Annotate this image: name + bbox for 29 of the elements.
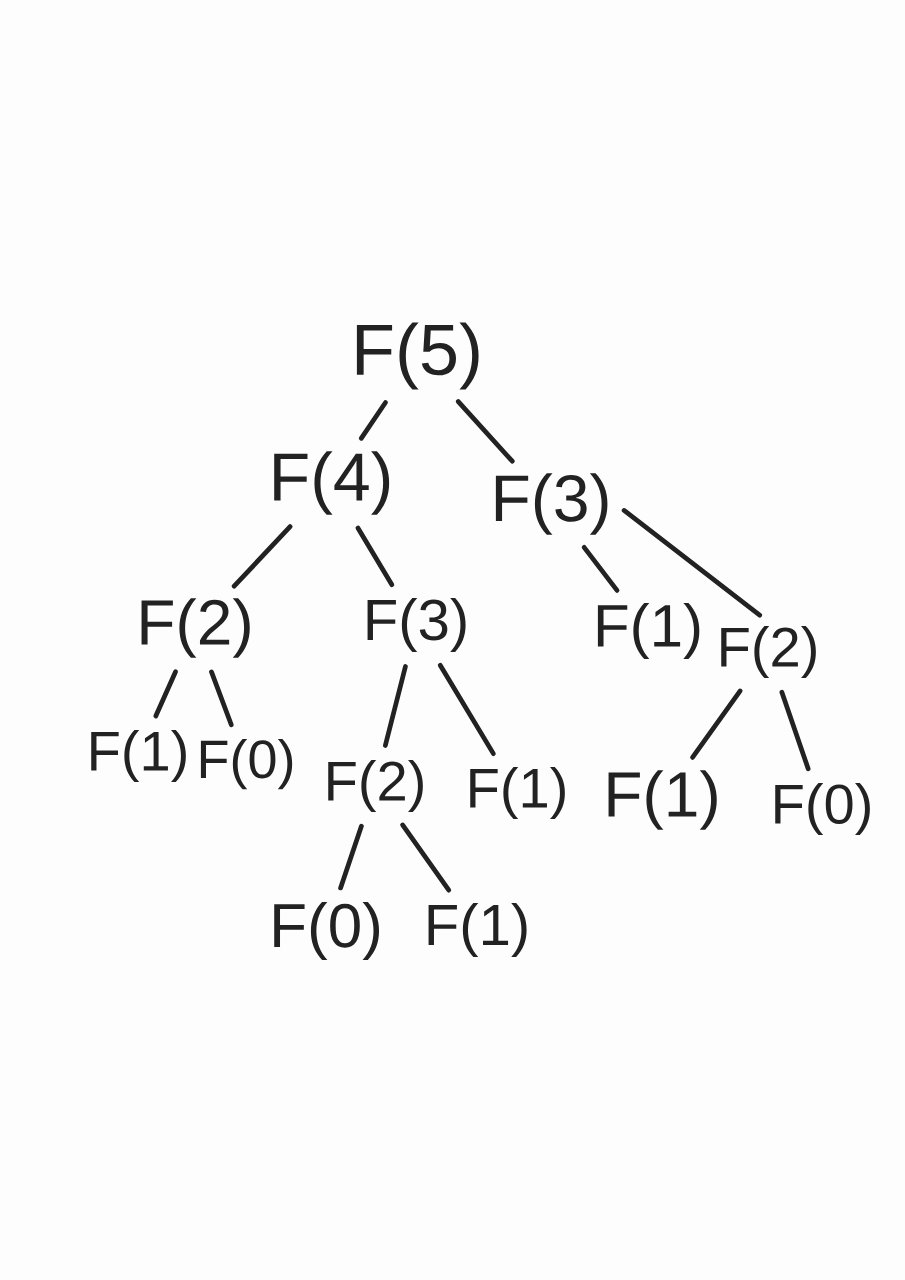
node-label: F(1) (91, 729, 186, 783)
node-label: F(3) (367, 598, 466, 653)
node-label: F(2) (328, 759, 423, 813)
tree-branch (355, 525, 395, 588)
node-label: F(0) (775, 782, 870, 836)
tree-branch (338, 823, 364, 891)
node-label: F(0) (200, 738, 293, 790)
node-label: F(1) (470, 766, 565, 820)
tree-branch (358, 400, 388, 441)
tree-branch (621, 508, 763, 618)
node-label: F(2) (721, 625, 816, 679)
tree-branch (779, 689, 811, 772)
tree-branch (690, 688, 743, 760)
tree-branch (382, 664, 408, 748)
node-label: F(4) (274, 451, 390, 515)
node-label: F(5) (356, 322, 479, 390)
tree-branch (581, 545, 620, 593)
tree-branch (153, 669, 178, 719)
node-label: F(1) (597, 603, 700, 659)
node-label: F(0) (274, 902, 379, 960)
tree-branch (231, 524, 293, 589)
tree-branch (455, 399, 515, 464)
tree-branch (437, 662, 496, 756)
node-label: F(1) (428, 903, 527, 958)
tree-branch (209, 669, 234, 728)
tree-branch (400, 822, 452, 893)
node-label: F(3) (495, 473, 608, 535)
node-label: F(2) (141, 598, 250, 658)
node-label: F(1) (608, 770, 717, 830)
